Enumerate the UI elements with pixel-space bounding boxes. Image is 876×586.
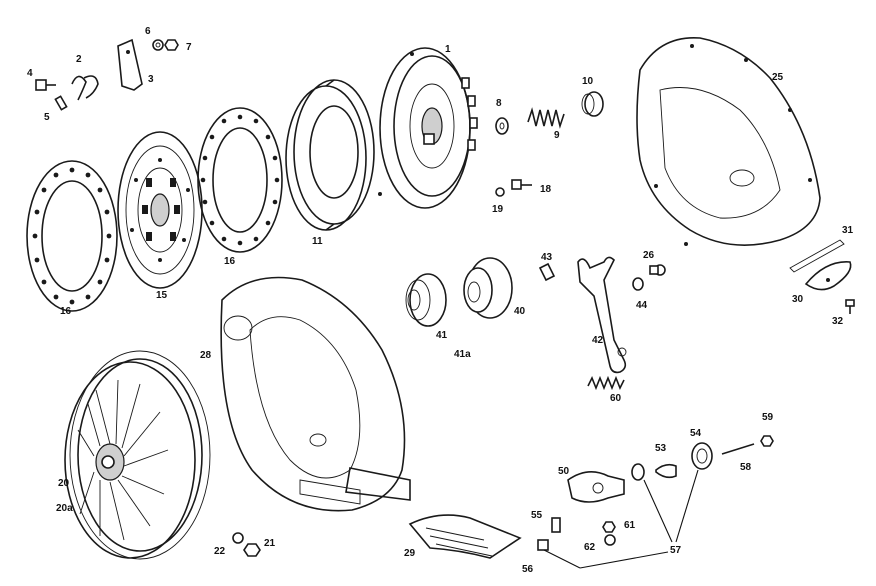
clutch-cover-1 (378, 47, 478, 209)
pin-5 (54, 95, 68, 111)
cap-56 (537, 539, 549, 551)
leader-lines (543, 469, 699, 569)
label-54: 54 (690, 428, 702, 439)
label-6: 6 (145, 26, 151, 37)
flywheel-20 (64, 350, 211, 560)
nut-59 (760, 435, 774, 447)
label-15: 15 (156, 290, 168, 301)
label-41a: 41a (454, 349, 471, 360)
part-labels: 1 2 3 4 5 6 7 8 9 10 11 15 16 16 18 19 2… (27, 26, 854, 575)
spring-9 (527, 107, 565, 129)
friction-ring-16-left (26, 160, 118, 312)
gasket-31 (789, 239, 845, 273)
label-8: 8 (496, 98, 502, 109)
label-55: 55 (531, 510, 543, 521)
washer-22 (232, 532, 244, 544)
label-4: 4 (27, 68, 33, 79)
label-16-right: 16 (224, 256, 236, 267)
spring-clip-2 (71, 75, 99, 101)
pushrod-58 (721, 443, 755, 455)
pressure-ring-11 (285, 79, 375, 231)
label-40: 40 (514, 306, 526, 317)
release-bearing-40 (463, 257, 513, 319)
label-44: 44 (636, 300, 648, 311)
label-31: 31 (842, 225, 854, 236)
shield-plate-29 (408, 514, 522, 559)
clutch-housing-28 (220, 276, 411, 512)
label-11: 11 (312, 236, 323, 247)
washer-19 (495, 187, 505, 197)
label-57: 57 (670, 545, 682, 556)
seal-57a (631, 463, 645, 481)
label-20: 20 (58, 478, 70, 489)
nut-61 (602, 521, 616, 533)
label-29: 29 (404, 548, 416, 559)
friction-ring-16-right (197, 107, 283, 253)
label-41: 41 (436, 330, 448, 341)
clutch-disc-15 (117, 131, 203, 289)
label-61: 61 (624, 520, 636, 531)
label-28: 28 (200, 350, 212, 361)
label-19: 19 (492, 204, 504, 215)
label-43: 43 (541, 252, 553, 263)
bracket-3 (117, 38, 143, 91)
clip-43 (538, 262, 556, 282)
label-10: 10 (582, 76, 594, 87)
label-3: 3 (148, 74, 154, 85)
label-59: 59 (762, 412, 774, 423)
label-53: 53 (655, 443, 667, 454)
boot-54 (691, 442, 713, 470)
bleed-screw-55 (551, 517, 561, 533)
cup-10 (581, 91, 604, 117)
bolt-4 (35, 79, 56, 91)
plate-30 (804, 261, 852, 291)
spring-60 (587, 375, 625, 391)
ring-44 (632, 277, 644, 291)
bolt-18 (511, 179, 532, 190)
label-7: 7 (186, 42, 192, 53)
label-2: 2 (76, 54, 82, 65)
label-56: 56 (522, 564, 534, 575)
label-62: 62 (584, 542, 596, 553)
clutch-fork-42 (577, 256, 627, 374)
label-16-left: 16 (60, 306, 72, 317)
label-21: 21 (264, 538, 276, 549)
washer-62 (604, 534, 616, 546)
label-42: 42 (592, 335, 604, 346)
label-26: 26 (643, 250, 655, 261)
nut-7 (164, 39, 179, 51)
bearing-41 (405, 273, 447, 327)
label-5: 5 (44, 112, 50, 123)
label-60: 60 (610, 393, 622, 404)
piston-53 (655, 463, 677, 479)
pivot-26 (649, 264, 666, 276)
label-50: 50 (558, 466, 570, 477)
bolt-32 (845, 299, 855, 314)
label-58: 58 (740, 462, 752, 473)
label-1: 1 (445, 44, 451, 55)
washer-6 (152, 39, 164, 51)
label-25: 25 (772, 72, 784, 83)
label-20a: 20a (56, 503, 73, 514)
washer-8 (495, 117, 509, 135)
label-22: 22 (214, 546, 226, 557)
label-30: 30 (792, 294, 804, 305)
bolt-21 (243, 543, 261, 557)
label-9: 9 (554, 130, 560, 141)
label-18: 18 (540, 184, 552, 195)
slave-cylinder-50 (567, 471, 625, 503)
label-32: 32 (832, 316, 844, 327)
bellhousing-cover-25 (636, 37, 821, 246)
